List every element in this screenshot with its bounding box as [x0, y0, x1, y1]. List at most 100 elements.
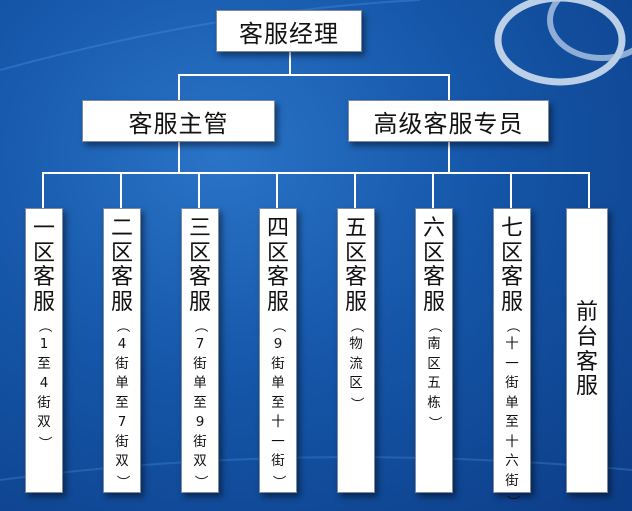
note-char: 单	[115, 375, 129, 392]
connector-line	[448, 142, 450, 174]
label-char: 前	[575, 300, 598, 326]
label-char: 服	[188, 289, 211, 315]
note-char: 五	[427, 375, 441, 392]
connector-line	[354, 172, 356, 208]
connector-line	[588, 172, 590, 208]
label-char: 四	[266, 216, 289, 241]
label-char: 服	[32, 289, 55, 315]
connector-line	[510, 172, 512, 208]
note-char: 栋	[427, 394, 441, 411]
node-label: 高级客服专员	[373, 109, 524, 138]
connector-line	[289, 52, 291, 76]
note-char: 至	[193, 394, 207, 411]
supervisor-node: 客服主管	[82, 100, 275, 142]
note-char: 街	[271, 453, 285, 470]
label-char: 区	[266, 240, 289, 266]
connector-line	[276, 172, 278, 208]
note-char: 9	[273, 336, 283, 353]
label-char: 客	[500, 265, 523, 291]
senior-specialist-node: 高级客服专员	[348, 100, 549, 142]
label-char: 区	[422, 240, 445, 266]
label-char: 台	[575, 324, 598, 350]
label-char: 六	[422, 216, 445, 241]
note-char: （	[36, 318, 53, 333]
note-char: 4	[39, 375, 49, 392]
note-char: 流	[349, 355, 363, 372]
vertical-label: 五区客服（物流区）	[344, 216, 367, 413]
label-char: 三	[188, 216, 211, 241]
label-char: 客	[575, 349, 598, 375]
vertical-label: 前台客服	[576, 301, 598, 400]
note-char: 双	[193, 453, 207, 470]
node-label: 客服经理	[239, 19, 339, 48]
note-char: ）	[348, 396, 365, 411]
note-char: 街	[115, 355, 129, 372]
label-char: 区	[500, 240, 523, 266]
note-char: （	[348, 318, 365, 333]
note-char: 物	[349, 336, 363, 353]
label-char: 区	[188, 240, 211, 266]
note-char: 7	[195, 336, 205, 353]
note-char: 单	[505, 394, 519, 411]
connector-line	[432, 172, 434, 208]
note-char: 至	[271, 394, 285, 411]
vertical-label: 七区客服（十一街单至十六街）	[500, 216, 523, 511]
note-char: 4	[117, 336, 127, 353]
note-char: 十	[505, 433, 519, 450]
note-char: 街	[505, 473, 519, 489]
swoosh-shape	[0, 456, 632, 481]
connector-line	[42, 172, 44, 208]
label-char: 服	[575, 374, 598, 400]
label-char: 一	[32, 216, 55, 241]
connector-line	[42, 172, 590, 174]
note-char: 十	[271, 414, 285, 431]
label-char: 服	[344, 289, 367, 315]
note-char: 双	[37, 414, 51, 431]
zone-node-7: 七区客服（十一街单至十六街）	[493, 208, 531, 508]
zone-node-5: 五区客服（物流区）	[337, 208, 375, 493]
note-char: ）	[114, 475, 131, 489]
note-char: 街	[505, 375, 519, 392]
note-char: ）	[504, 494, 521, 509]
note-char: （	[114, 318, 131, 333]
note-char: 9	[195, 414, 205, 431]
note-char: （	[192, 318, 209, 333]
connector-line	[178, 142, 180, 174]
connector-line	[198, 172, 200, 208]
note-char: 一	[505, 355, 519, 372]
front-desk-node: 前台客服	[566, 208, 608, 493]
note-char: 街	[37, 394, 51, 411]
label-char: 五	[344, 216, 367, 241]
note-char: （	[504, 318, 521, 333]
note-char: 区	[349, 375, 363, 392]
label-char: 服	[266, 289, 289, 315]
label-char: 客	[32, 265, 55, 291]
note-char: ）	[270, 475, 287, 489]
note-char: （	[270, 318, 287, 333]
label-char: 七	[500, 216, 523, 241]
note-char: 街	[115, 433, 129, 450]
note-char: 7	[117, 414, 127, 431]
note-char: 六	[505, 453, 519, 470]
note-char: 1	[39, 336, 49, 353]
note-char: 至	[37, 355, 51, 372]
label-char: 二	[110, 216, 133, 241]
connector-line	[178, 74, 180, 100]
ring-shape	[547, 0, 632, 61]
connector-line	[178, 74, 450, 76]
connector-line	[120, 172, 122, 208]
note-char: 街	[271, 355, 285, 372]
note-char: 一	[271, 433, 285, 450]
note-char: （	[426, 318, 443, 333]
note-char: 街	[193, 433, 207, 450]
root-node: 客服经理	[216, 10, 362, 52]
zone-node-6: 六区客服（南区五栋）	[415, 208, 453, 493]
